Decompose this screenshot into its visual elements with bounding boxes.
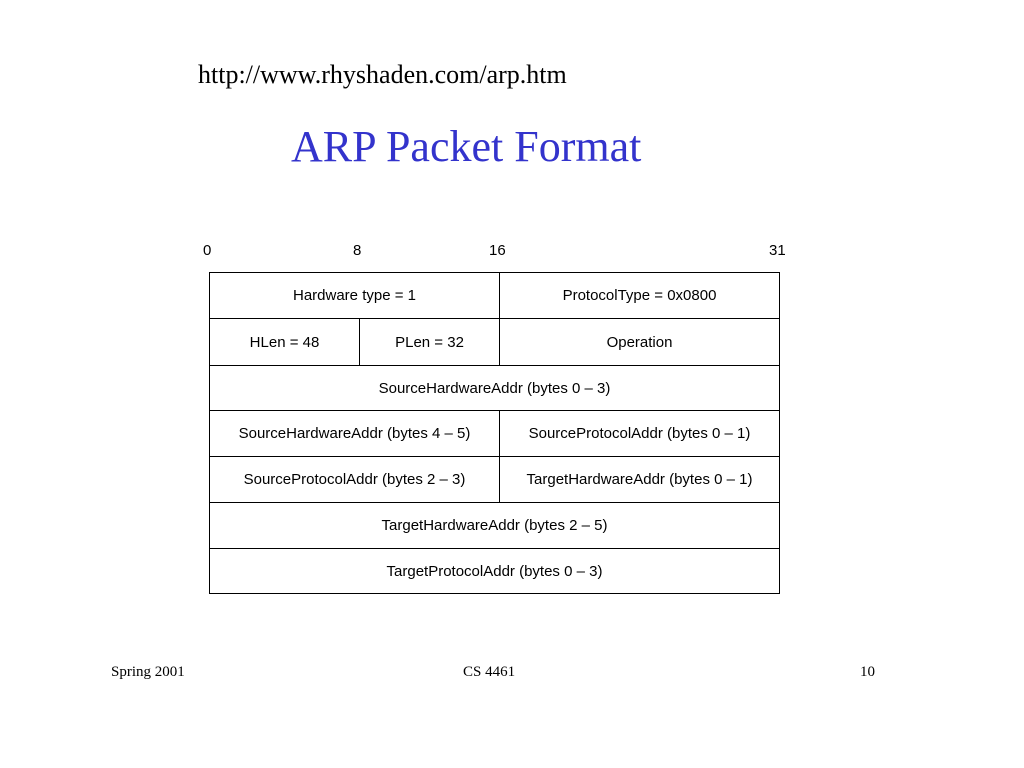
- column-divider: [499, 318, 500, 365]
- field-plen: PLen = 32: [395, 333, 464, 351]
- field-source-protocol-addr-2-3: SourceProtocolAddr (bytes 2 – 3): [243, 471, 466, 488]
- field-protocol-type: ProtocolType = 0x0800: [562, 287, 717, 304]
- bit-label-8: 8: [353, 242, 362, 259]
- field-target-hardware-addr-0-1: TargetHardwareAddr (bytes 0 – 1): [526, 471, 753, 488]
- field-source-protocol-addr-0-1: SourceProtocolAddr (bytes 0 – 1): [528, 425, 751, 442]
- bit-label-0: 0: [203, 242, 212, 259]
- field-hardware-type: Hardware type = 1: [293, 287, 416, 304]
- field-source-hardware-addr-4-5: SourceHardwareAddr (bytes 4 – 5): [238, 425, 471, 442]
- slide-title: ARP Packet Format: [291, 122, 642, 171]
- row-divider: [210, 548, 779, 549]
- bit-label-31: 31: [769, 242, 786, 259]
- footer-page-number: 10: [860, 664, 875, 680]
- row-divider: [210, 456, 779, 457]
- column-divider: [359, 318, 360, 365]
- field-hlen: HLen = 48: [249, 333, 320, 351]
- row-divider: [210, 410, 779, 411]
- row-divider: [210, 502, 779, 503]
- row-divider: [210, 365, 779, 366]
- column-divider: [499, 410, 500, 502]
- footer-date: Spring 2001: [111, 664, 185, 680]
- packet-diagram: Hardware type = 1 ProtocolType = 0x0800 …: [209, 272, 780, 594]
- field-target-protocol-addr-0-3: TargetProtocolAddr (bytes 0 – 3): [386, 562, 603, 580]
- column-divider: [499, 273, 500, 318]
- field-target-hardware-addr-2-5: TargetHardwareAddr (bytes 2 – 5): [381, 517, 608, 534]
- field-operation: Operation: [606, 333, 673, 351]
- footer-course: CS 4461: [463, 664, 516, 680]
- bit-label-16: 16: [489, 242, 506, 259]
- url-text: http://www.rhyshaden.com/arp.htm: [198, 60, 567, 89]
- field-source-hardware-addr-0-3: SourceHardwareAddr (bytes 0 – 3): [378, 379, 611, 397]
- row-divider: [210, 318, 779, 319]
